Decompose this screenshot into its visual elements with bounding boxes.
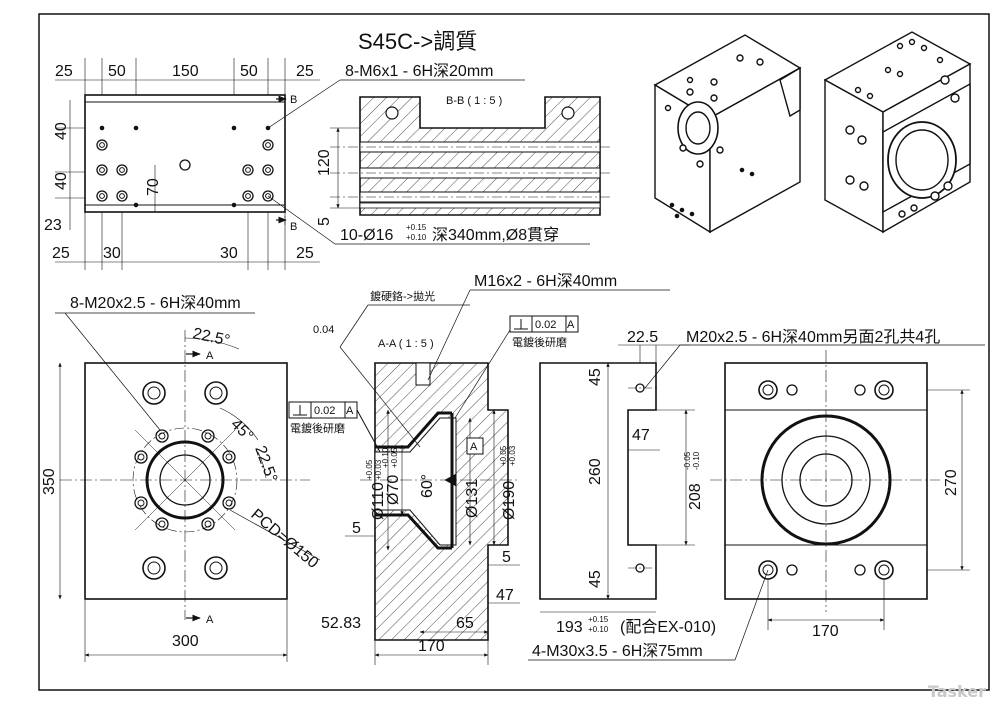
dim-end-270: 270 [943,469,960,496]
dim-top-50-right: 50 [240,63,258,80]
dim-bottom-30-right: 30 [220,245,238,262]
fcf-left-datum: A [346,405,354,417]
dim-left-40-upper: 40 [53,122,70,140]
dim-dia110-tol-up: +0.05 [365,459,374,480]
dim-dia70: Ø70 [385,475,402,505]
angle-60: 60° [419,474,436,498]
end-view-labels: 270 170 4-M30x3.5 - 6H深75mm [532,469,960,660]
section-mark-a-top: A [206,350,214,362]
note-bore-tol-up: +0.15 [406,223,427,232]
section-mark-a-bottom: A [206,614,214,626]
dim-dia70-tol-low: +0.05 [390,447,399,468]
note-plating: 鍍硬鉻->拋光 [370,289,435,303]
datum-box-label: A [470,441,478,453]
dim-side-208-tol-low: -0.10 [692,451,701,470]
dim-side-45-top: 45 [587,368,604,386]
isometric-view-right [823,31,972,234]
dim-bb-5: 5 [316,217,333,226]
fcf-right-note: 電鍍後研磨 [512,335,567,349]
dim-dia190-tol-up: +0.05 [499,445,508,466]
dim-aa-5-left: 5 [352,520,361,537]
dim-top-25-left: 25 [55,63,73,80]
fcf-right-tol: 0.02 [535,319,556,331]
angle-45: 45° [227,416,256,445]
dim-top-150: 150 [172,63,199,80]
sheet-border [38,13,990,691]
section-aa-title: A-A ( 1 : 5 ) [378,338,434,350]
top-view [55,58,590,270]
section-bb-title: B-B ( 1 : 5 ) [446,95,502,107]
dim-aa-65: 65 [456,615,474,632]
angle-22-5-side: 22.5° [251,444,280,485]
note-m20-tap: 8-M20x2.5 - 6H深40mm [70,294,241,312]
dim-side-208: 208 [687,483,704,510]
dim-bb-120: 120 [316,149,333,176]
dim-aa-170: 170 [418,638,445,655]
dim-dia110: Ø110 [370,482,387,520]
dim-side-47: 47 [632,427,650,444]
dim-dia70-tol-up: +0.10 [381,447,390,468]
dim-side-193-tol-up: +0.15 [588,615,609,624]
angle-22-5-top: 22.5° [191,325,231,349]
front-view [55,312,321,662]
dim-top-50-left: 50 [108,63,126,80]
dim-aa-52-83: 52.83 [321,615,361,632]
dim-side-193: 193 [556,619,583,636]
dim-front-350: 350 [41,468,58,495]
dim-aa-47: 47 [496,587,514,604]
dim-dia190: Ø190 [501,481,518,520]
dim-side-260: 260 [587,458,604,485]
fcf-left-note: 電鍍後研磨 [290,421,345,435]
note-bore-dia16: 10-Ø16 [340,227,393,244]
dim-side-45-bottom: 45 [587,570,604,588]
dim-left-23: 23 [44,217,62,234]
section-aa-labels: A-A ( 1 : 5 ) 鍍硬鉻->拋光 M16x2 - 6H深40mm 0.… [290,272,617,655]
dim-dia131: Ø131 [464,479,481,518]
note-m6-tap: 8-M6x1 - 6H深20mm [345,62,493,80]
dim-side-22-5: 22.5 [627,329,658,346]
drawing-title: S45C->調質 [358,29,477,54]
dim-bottom-25-left: 25 [52,245,70,262]
dim-side-193-note: (配合EX-010) [620,618,716,636]
front-view-labels: 8-M20x2.5 - 6H深40mm 22.5° 45° 22.5° PCD=… [41,294,321,650]
dim-side-208-tol-up: -0.05 [683,451,692,470]
dim-end-170: 170 [812,623,839,640]
dim-bottom-30-left: 30 [103,245,121,262]
side-view-labels: 22.5 45 47 260 208 -0.05 -0.10 45 M20x2.… [556,328,940,636]
note-m16-tap: M16x2 - 6H深40mm [474,272,617,290]
section-bb [330,96,610,216]
watermark-logo: Tasker [927,682,986,701]
section-aa [339,289,670,665]
dim-inner-70: 70 [145,178,162,196]
top-view-labels: 25 50 150 50 25 40 40 23 25 30 30 25 70 … [44,62,559,262]
fcf-right-datum: A [567,319,575,331]
fcf-right [509,315,579,333]
note-bore-tol-low: +0.10 [406,233,427,242]
dim-aa-5-right: 5 [502,549,511,566]
dim-left-40-lower: 40 [53,172,70,190]
dim-front-300: 300 [172,633,199,650]
fcf-left-tol: 0.02 [314,405,335,417]
fcf-left [288,401,381,453]
datum-box [466,437,484,455]
note-m30-tap: 4-M30x3.5 - 6H深75mm [532,642,703,660]
dim-dia190-tol-low: +0.03 [508,445,517,466]
dim-dia110-tol-low: +0.03 [374,459,383,480]
section-mark-b-bottom: B [290,221,297,233]
note-m20-side-tap: M20x2.5 - 6H深40mm另面2孔共4孔 [686,328,940,346]
dim-top-25-right: 25 [296,63,314,80]
side-view [539,344,985,613]
dim-side-193-tol-low: +0.10 [588,625,609,634]
roughness-value: 0.04 [313,324,334,336]
section-mark-b-top: B [290,94,297,106]
end-view [528,350,970,661]
isometric-view-left [653,34,802,234]
pcd-label: PCD=Ø150 [247,506,321,572]
note-bore-rest: 深340mm,Ø8貫穿 [432,226,559,244]
dim-bottom-25-right: 25 [296,245,314,262]
